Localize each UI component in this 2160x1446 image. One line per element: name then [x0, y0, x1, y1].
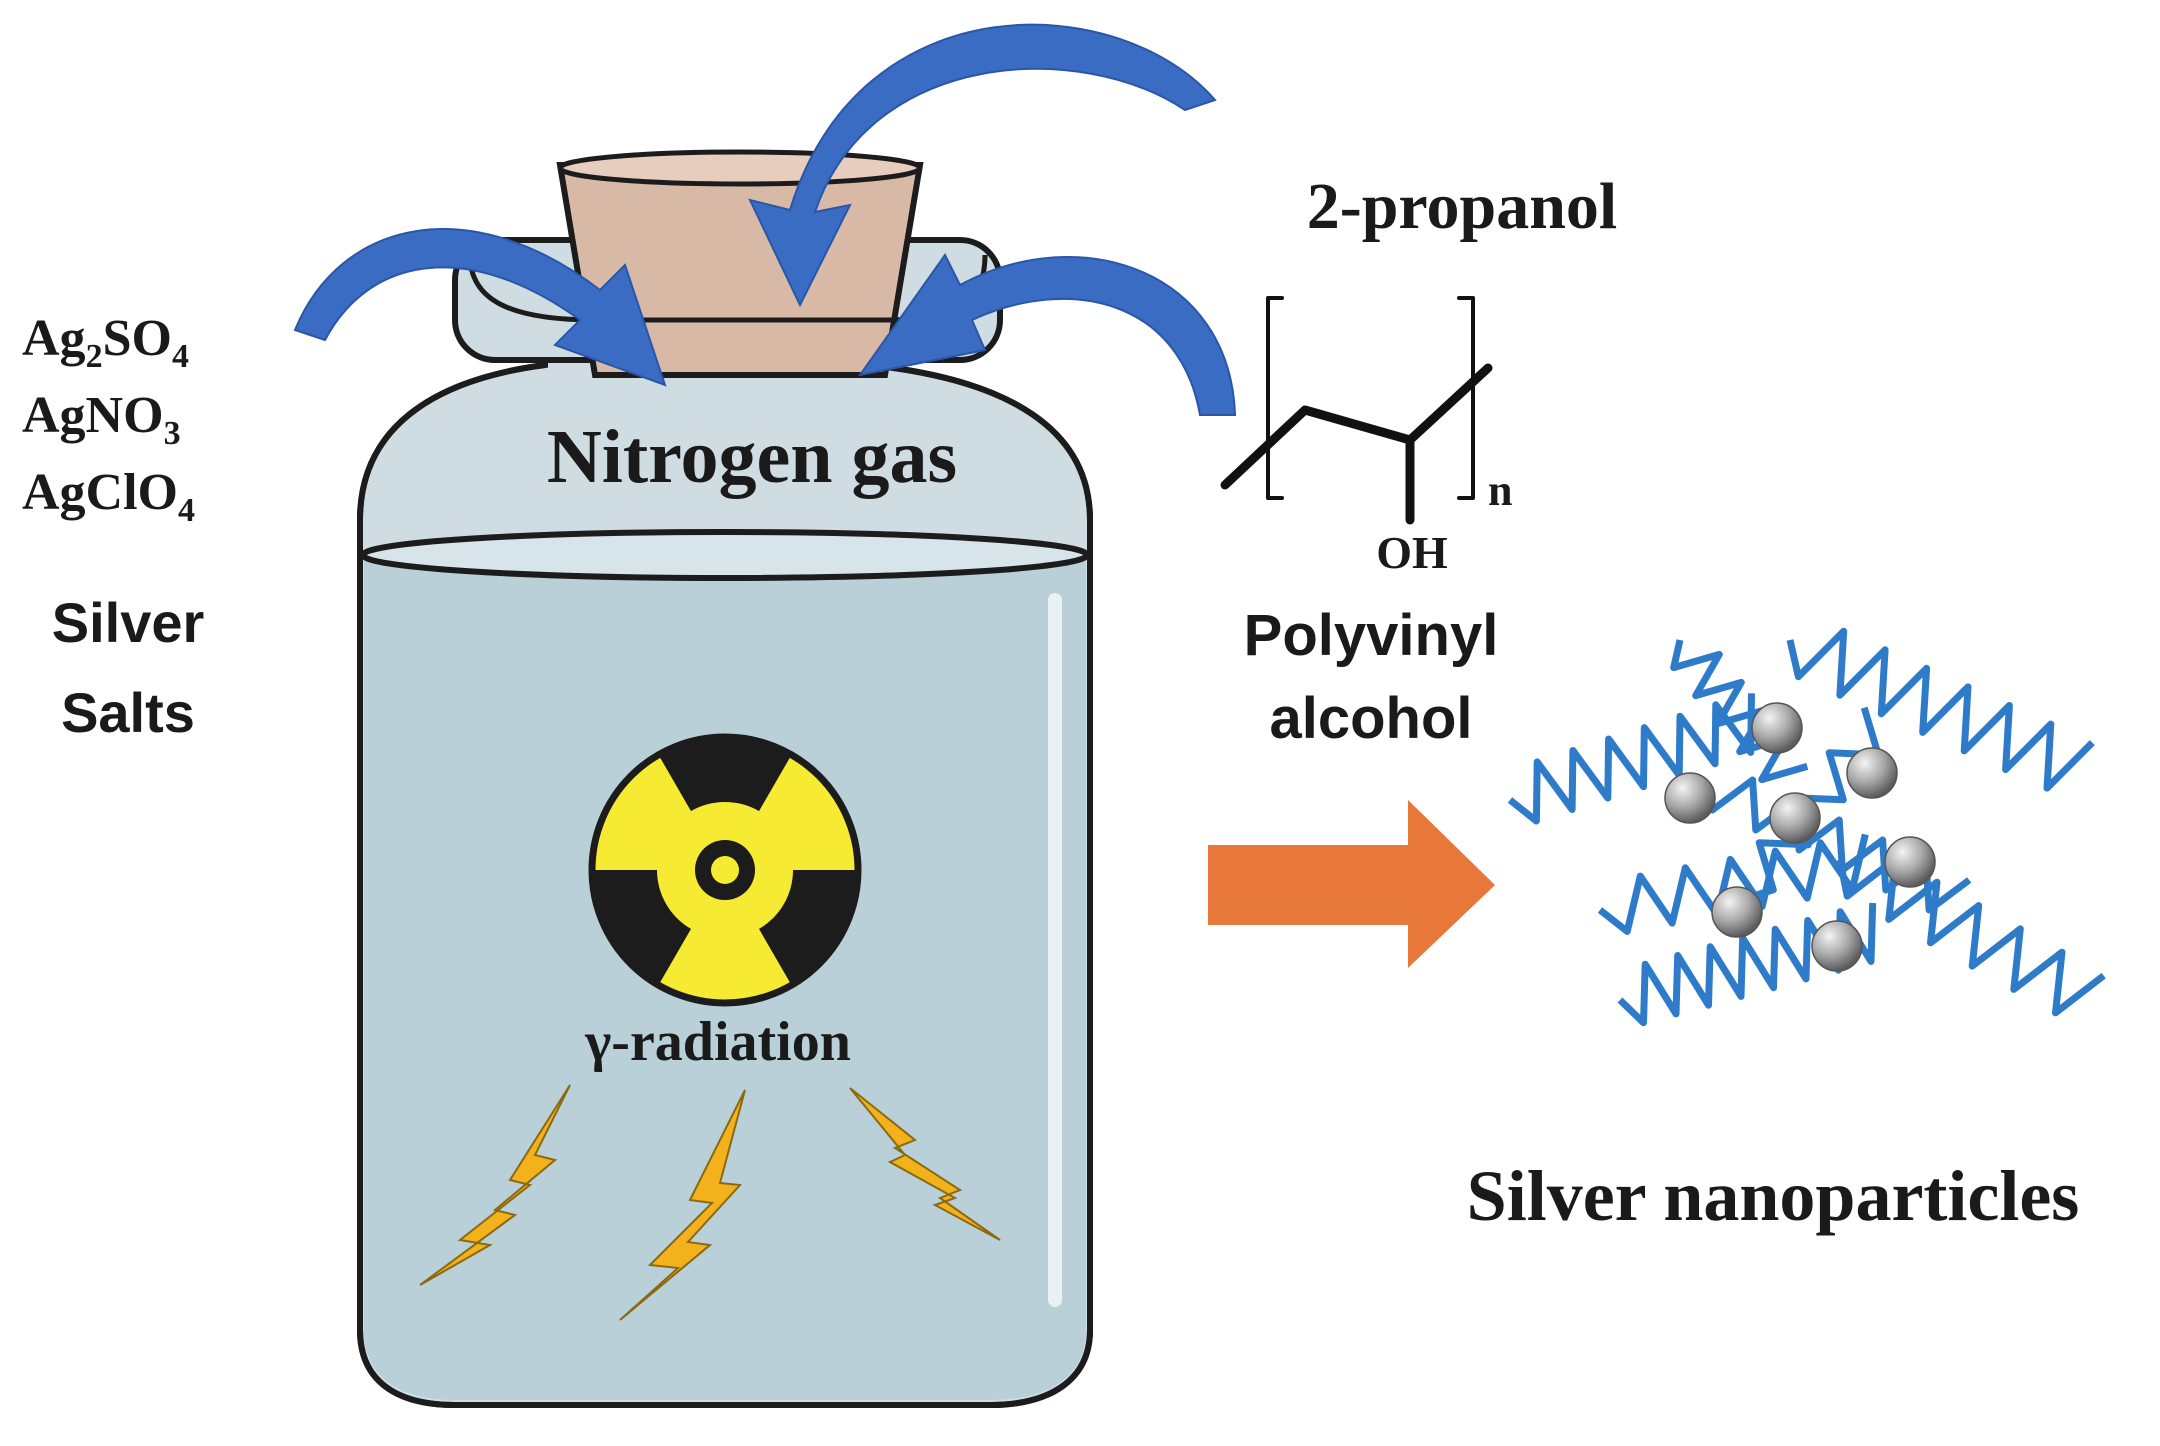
silver-nanoparticle — [1664, 772, 1716, 824]
cork-top — [557, 149, 923, 187]
silver-nanoparticle — [1884, 836, 1936, 888]
lightning-bolts — [419, 1084, 1001, 1321]
right-arrow-icon — [1208, 800, 1495, 968]
polymer-chain — [1597, 833, 1869, 935]
pva-group-label: OH — [1376, 527, 1448, 578]
polymer-chain — [1836, 855, 2106, 1017]
pva-repeat-subscript: n — [1488, 466, 1512, 515]
salt-formula: AgClO4 — [22, 464, 195, 529]
radiation-blade — [657, 735, 793, 812]
radiation-blade — [759, 869, 860, 987]
pva-structure — [1220, 296, 1493, 525]
silver-nanoparticle — [1846, 747, 1898, 799]
liquid-surface — [360, 529, 1090, 581]
gas-label: Nitrogen gas — [547, 415, 957, 499]
curved-arrow-icon — [748, 23, 1217, 308]
lightning-bolt-icon — [419, 1084, 571, 1286]
salts-caption-line1: Silver — [52, 591, 205, 654]
pva-right-bracket — [1457, 296, 1475, 500]
polymer-name-line2: alcohol — [1269, 686, 1472, 751]
silver-nanoparticle — [1751, 702, 1803, 754]
jar-outline — [357, 362, 1093, 1408]
salt-formula: Ag2SO4 — [22, 310, 189, 375]
pva-backbone — [1220, 363, 1493, 490]
lightning-bolt-icon — [849, 1087, 1001, 1241]
salts-caption-line2: Salts — [61, 681, 195, 744]
silver-nanoparticle — [1711, 886, 1763, 938]
nanoparticle-cluster — [1507, 627, 2106, 1027]
polymer-name-line1: Polyvinyl — [1244, 603, 1499, 668]
product-label: Silver nanoparticles — [1467, 1156, 2080, 1236]
reagent-flow-arrows — [293, 23, 1237, 416]
radiation-label: γ-radiation — [584, 1011, 851, 1073]
silver-nanoparticle — [1811, 920, 1863, 972]
pva-left-bracket — [1266, 296, 1284, 500]
solvent-label: 2-propanol — [1307, 170, 1618, 243]
curved-arrow-icon — [857, 253, 1237, 416]
salt-formula: AgNO3 — [22, 387, 181, 452]
radiation-blade — [590, 869, 691, 987]
silver-salts-group: Ag2SO4 AgNO3 AgClO4 Silver Salts — [22, 310, 204, 744]
radiation-hazard-icon — [588, 733, 862, 1007]
curved-arrow-icon — [293, 228, 667, 387]
silver-nanoparticles — [1664, 702, 1936, 972]
lightning-bolt-icon — [619, 1089, 746, 1321]
polymer-chain — [1786, 627, 2095, 792]
silver-nanoparticle — [1769, 792, 1821, 844]
